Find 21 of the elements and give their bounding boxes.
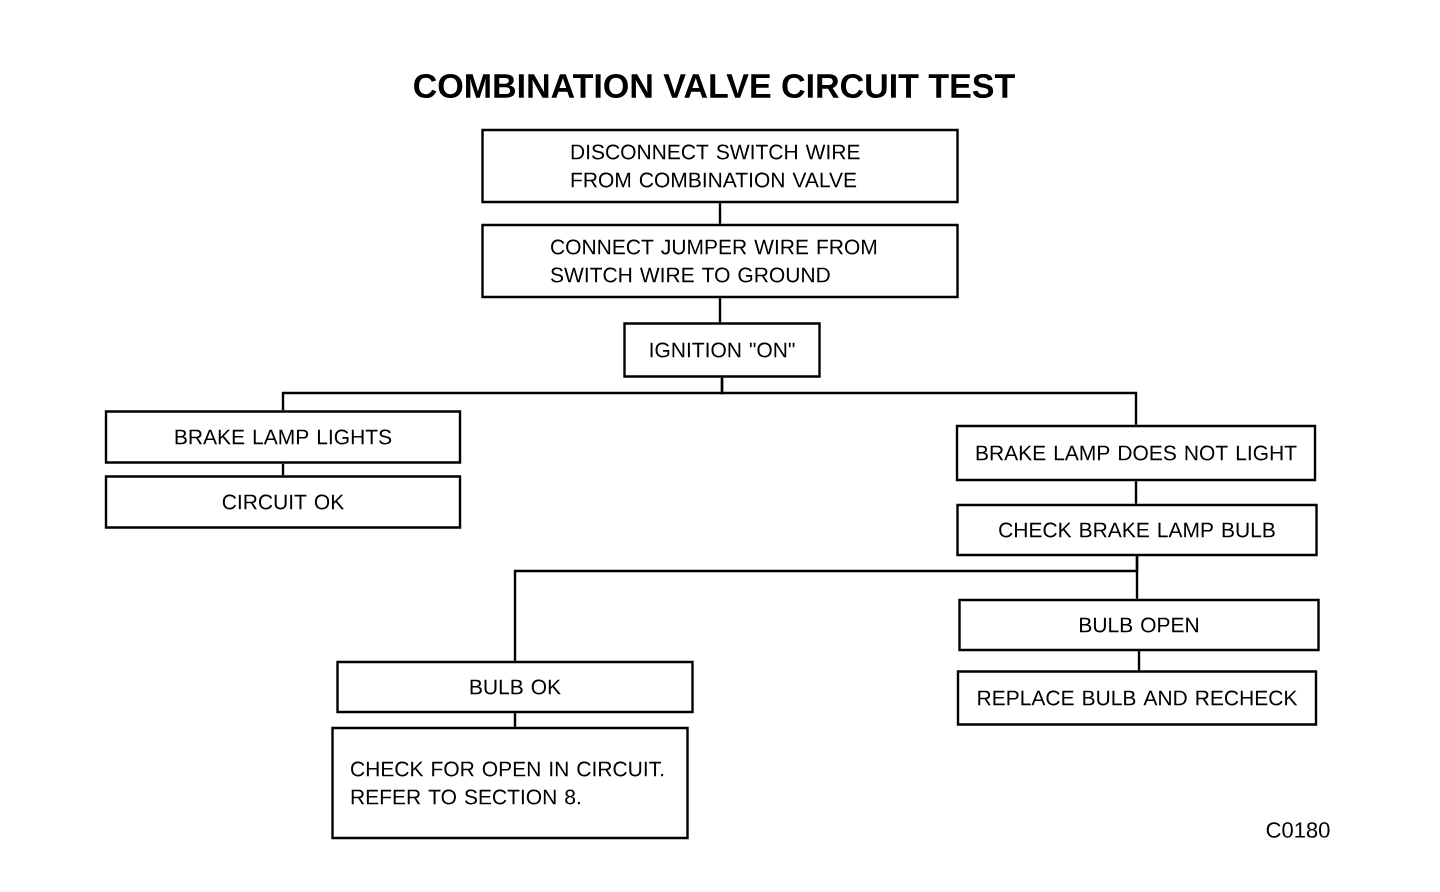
process-box: REPLACE BULB AND RECHECK xyxy=(956,670,1318,726)
connector-line xyxy=(513,713,517,727)
process-box: CHECK FOR OPEN IN CIRCUIT. REFER TO SECTION 8. xyxy=(331,726,689,840)
connector-line xyxy=(718,298,722,323)
connector-line xyxy=(281,463,285,476)
process-box: CHECK BRAKE LAMP BULB xyxy=(956,503,1318,557)
connector-line xyxy=(513,556,1139,661)
process-box: DISCONNECT SWITCH WIRE FROM COMBINATION VALVE xyxy=(481,128,959,204)
process-box: IGNITION "ON" xyxy=(623,322,821,378)
connector-line xyxy=(720,377,1138,425)
process-box: BRAKE LAMP DOES NOT LIGHT xyxy=(955,424,1317,482)
connector-line xyxy=(1134,481,1138,504)
process-box: BULB OK xyxy=(336,660,694,714)
process-box: CONNECT JUMPER WIRE FROM SWITCH WIRE TO GROUND xyxy=(481,223,959,299)
title: COMBINATION VALVE CIRCUIT TEST xyxy=(414,73,1015,99)
process-box: BULB OPEN xyxy=(958,598,1320,652)
process-box: CIRCUIT OK xyxy=(104,475,462,529)
process-box: BRAKE LAMP LIGHTS xyxy=(104,410,462,464)
connector-line xyxy=(718,203,722,224)
connector-line xyxy=(1137,651,1141,671)
figure-code: C0180 xyxy=(1266,822,1330,838)
